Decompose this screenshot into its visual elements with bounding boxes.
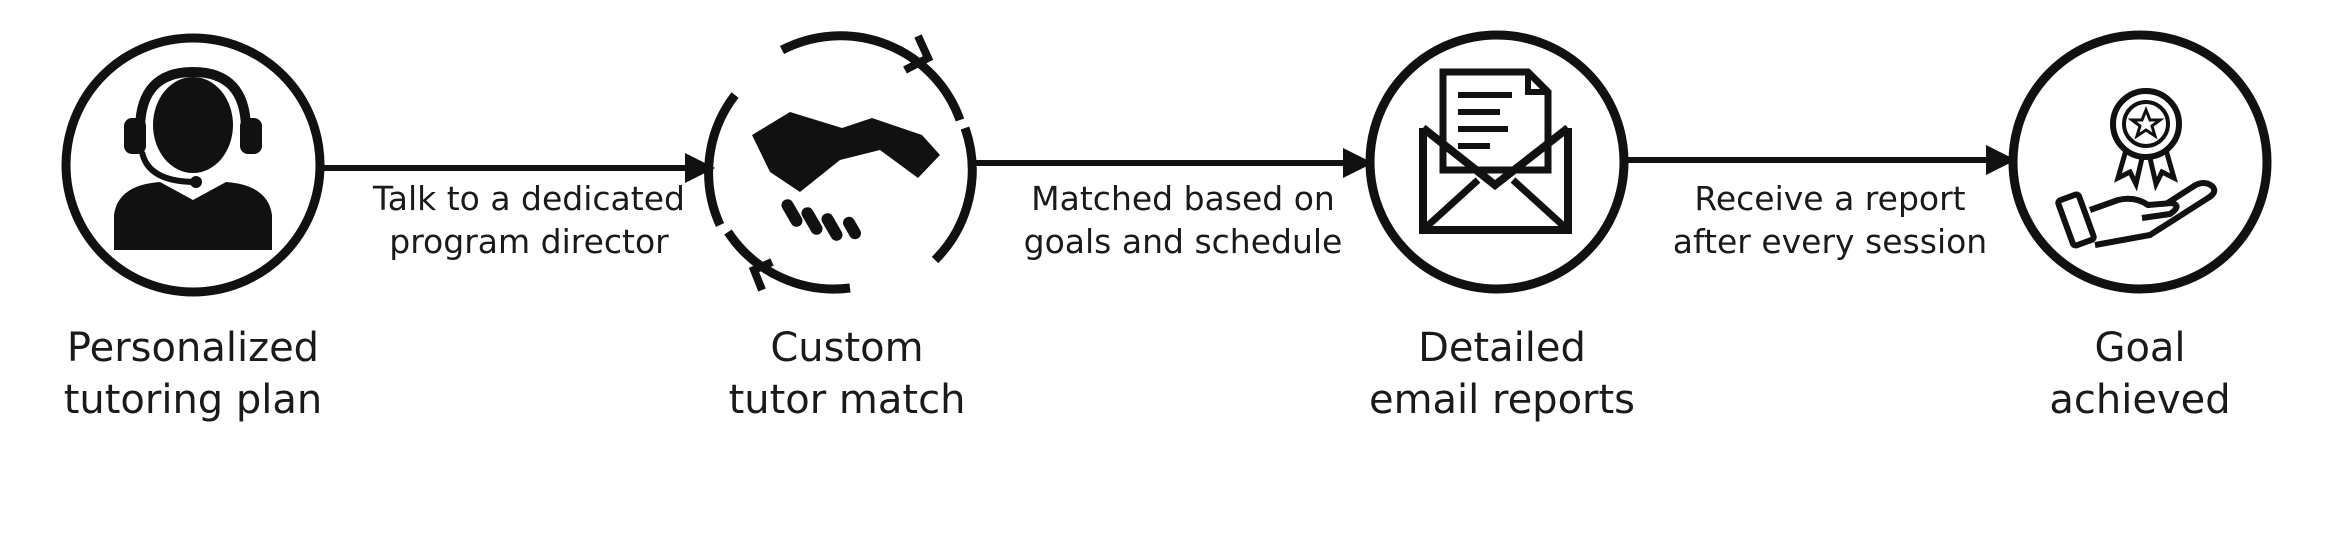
handshake-icon — [752, 112, 940, 241]
step-label-1-line2: tutoring plan — [63, 377, 323, 423]
cycle-arc-left — [704, 92, 739, 227]
step-label-2-line1: Custom — [770, 325, 924, 371]
connector-label-3-line1: Receive a report — [1694, 179, 1966, 218]
step-2-node — [704, 31, 977, 294]
step-label-4-line2: achieved — [2049, 377, 2231, 423]
step-label-3-line1: Detailed — [1418, 325, 1586, 371]
connector-label-1-line1: Talk to a dedicated — [373, 179, 685, 218]
connector-label-2-line2: goals and schedule — [1023, 221, 1343, 261]
step-label-3-line2: email reports — [1368, 377, 1636, 423]
step-label-1-line1: Personalized — [66, 325, 320, 371]
cycle-arc-right — [931, 126, 977, 264]
step-label-4: Goal achieved — [1940, 322, 2328, 426]
connector-label-1: Talk to a dedicated program director — [319, 178, 739, 264]
envelope-letter-icon — [1419, 68, 1572, 234]
step-1-node — [61, 33, 325, 297]
step-3-node — [1365, 30, 1629, 294]
cycle-arc-bottom — [724, 229, 851, 294]
step-label-4-line1: Goal — [2094, 325, 2186, 371]
connector-label-2-line1: Matched based on — [1031, 179, 1335, 218]
step-label-2-line2: tutor match — [728, 377, 966, 423]
step-label-2: Custom tutor match — [647, 322, 1047, 426]
step-label-3: Detailed email reports — [1302, 322, 1702, 426]
connector-label-2: Matched based on goals and schedule — [973, 178, 1393, 264]
step-label-1: Personalized tutoring plan — [0, 322, 393, 426]
connector-label-3-line2: after every session — [1672, 221, 1988, 261]
award-in-hand-icon — [2055, 88, 2218, 249]
connector-label-3: Receive a report after every session — [1620, 178, 2040, 264]
cycle-arc-top — [779, 31, 965, 122]
headset-agent-icon — [114, 66, 272, 250]
connector-label-1-line2: program director — [389, 221, 669, 261]
step-4-node — [2008, 30, 2272, 294]
